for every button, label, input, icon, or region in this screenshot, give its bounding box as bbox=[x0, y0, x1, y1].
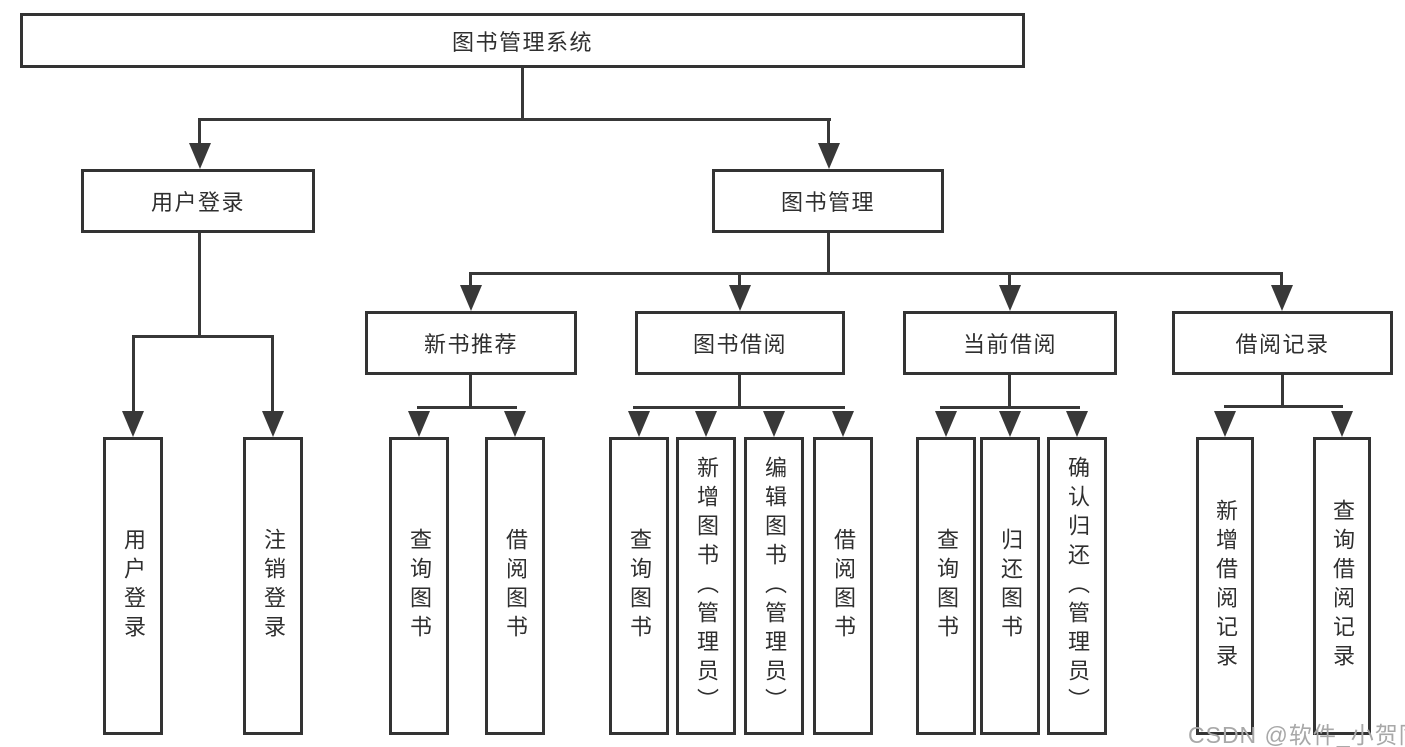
connector-line bbox=[827, 233, 830, 275]
node-label: 用户登录 bbox=[150, 190, 245, 215]
node-leaf-logout: 注销登录 bbox=[243, 437, 303, 735]
connector-line bbox=[940, 406, 1080, 409]
arrow-down-icon bbox=[832, 411, 854, 437]
connector-line bbox=[469, 374, 472, 409]
arrow-down-icon bbox=[818, 143, 840, 169]
connector-line bbox=[132, 335, 274, 338]
connector-line bbox=[1281, 374, 1284, 408]
node-label: 归还图书 bbox=[998, 528, 1023, 644]
node-leaf-borrow-books: 借阅图书 bbox=[813, 437, 873, 735]
node-label: 新增借阅记录 bbox=[1213, 499, 1238, 673]
node-library-management-system: 图书管理系统 bbox=[20, 13, 1025, 68]
arrow-down-icon bbox=[628, 411, 650, 437]
connector-line bbox=[1008, 374, 1011, 409]
node-label: 用户登录 bbox=[121, 528, 146, 644]
node-leaf-return-books: 归还图书 bbox=[980, 437, 1040, 735]
node-new-book-recommend: 新书推荐 bbox=[365, 311, 577, 375]
arrow-down-icon bbox=[999, 285, 1021, 311]
connector-line bbox=[271, 335, 274, 413]
connector-line bbox=[1224, 405, 1343, 408]
connector-line bbox=[469, 272, 472, 288]
node-label: 确认归还（管理员） bbox=[1065, 455, 1090, 717]
connector-line bbox=[469, 272, 1283, 275]
node-leaf-confirm-return-admin: 确认归还（管理员） bbox=[1047, 437, 1107, 735]
node-leaf-borrow-books-recommend: 借阅图书 bbox=[485, 437, 545, 735]
connector-line bbox=[521, 68, 524, 120]
node-label: 编辑图书（管理员） bbox=[762, 455, 787, 717]
arrow-down-icon bbox=[729, 285, 751, 311]
connector-line bbox=[198, 233, 201, 338]
node-label: 注销登录 bbox=[261, 528, 286, 644]
node-book-borrowing: 图书借阅 bbox=[635, 311, 845, 375]
node-leaf-user-login: 用户登录 bbox=[103, 437, 163, 735]
arrow-down-icon bbox=[1066, 411, 1088, 437]
node-leaf-query-borrow-record: 查询借阅记录 bbox=[1313, 437, 1371, 735]
node-leaf-query-books-borrowing: 查询图书 bbox=[609, 437, 669, 735]
node-leaf-add-borrow-record: 新增借阅记录 bbox=[1196, 437, 1254, 735]
arrow-down-icon bbox=[1271, 285, 1293, 311]
connector-line bbox=[1280, 272, 1283, 288]
node-label: 借阅图书 bbox=[503, 528, 528, 644]
arrow-down-icon bbox=[999, 411, 1021, 437]
arrow-down-icon bbox=[504, 411, 526, 437]
node-label: 查询图书 bbox=[627, 528, 652, 644]
node-label: 新书推荐 bbox=[423, 332, 518, 357]
connector-line bbox=[1008, 272, 1011, 288]
arrow-down-icon bbox=[1331, 411, 1353, 437]
arrow-down-icon bbox=[189, 143, 211, 169]
connector-line bbox=[738, 272, 741, 288]
node-label: 借阅记录 bbox=[1235, 332, 1330, 357]
arrow-down-icon bbox=[408, 411, 430, 437]
connector-line bbox=[198, 118, 201, 148]
arrow-down-icon bbox=[695, 411, 717, 437]
node-leaf-edit-books-admin: 编辑图书（管理员） bbox=[744, 437, 804, 735]
node-label: 查询图书 bbox=[934, 528, 959, 644]
connector-line bbox=[198, 118, 831, 121]
node-label: 查询借阅记录 bbox=[1330, 499, 1355, 673]
node-borrowing-records: 借阅记录 bbox=[1172, 311, 1393, 375]
connector-line bbox=[738, 374, 741, 409]
node-label: 图书管理系统 bbox=[451, 29, 593, 55]
arrow-down-icon bbox=[122, 411, 144, 437]
node-label: 图书管理 bbox=[780, 190, 875, 215]
arrow-down-icon bbox=[935, 411, 957, 437]
node-label: 当前借阅 bbox=[962, 332, 1057, 357]
node-user-login: 用户登录 bbox=[81, 169, 315, 233]
csdn-watermark: CSDN @软件_小贺同学 bbox=[1188, 722, 1405, 747]
connector-line bbox=[132, 335, 135, 413]
connector-line bbox=[417, 406, 517, 409]
node-label: 新增图书（管理员） bbox=[694, 455, 719, 717]
node-label: 查询图书 bbox=[407, 528, 432, 644]
node-label: 借阅图书 bbox=[831, 528, 856, 644]
node-leaf-add-books-admin: 新增图书（管理员） bbox=[676, 437, 736, 735]
node-label: 图书借阅 bbox=[692, 332, 787, 357]
arrow-down-icon bbox=[763, 411, 785, 437]
node-current-borrowing: 当前借阅 bbox=[903, 311, 1117, 375]
arrow-down-icon bbox=[262, 411, 284, 437]
connector-line bbox=[633, 406, 845, 409]
node-leaf-query-books-recommend: 查询图书 bbox=[389, 437, 449, 735]
node-leaf-query-books-current: 查询图书 bbox=[916, 437, 976, 735]
connector-line bbox=[827, 118, 830, 148]
arrow-down-icon bbox=[1214, 411, 1236, 437]
node-book-management: 图书管理 bbox=[712, 169, 944, 233]
arrow-down-icon bbox=[460, 285, 482, 311]
